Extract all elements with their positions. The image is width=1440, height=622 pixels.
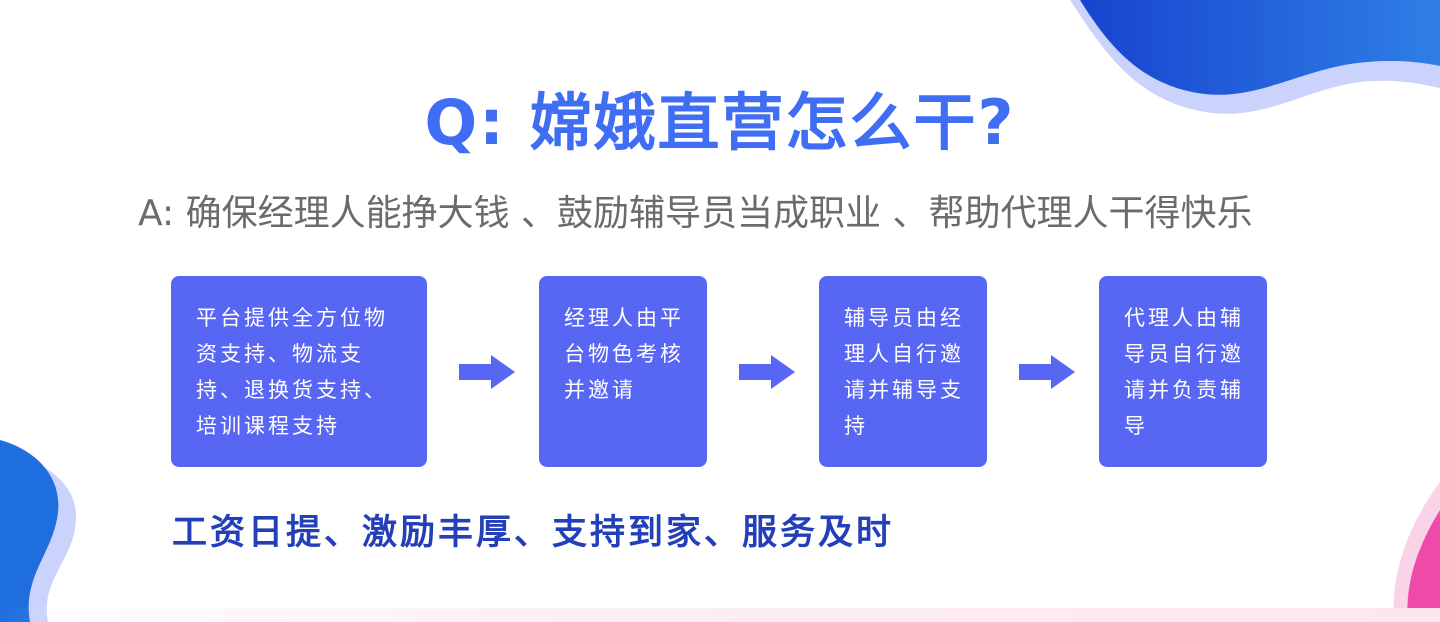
bottom-band-decoration — [0, 608, 1440, 622]
slogan-text: 工资日提、激励丰厚、支持到家、服务及时 — [172, 513, 895, 553]
flow-step-manager: 经理人由平台物色考核并邀请 — [539, 276, 707, 467]
flow-step-counselor: 辅导员由经理人自行邀请并辅导支持 — [819, 276, 987, 467]
flow-step-platform: 平台提供全方位物资支持、物流支持、退换货支持、培训课程支持 — [171, 276, 427, 467]
right-arrow-icon — [739, 355, 795, 389]
left-wave-decoration — [0, 440, 77, 622]
flow-step-agent: 代理人由辅导员自行邀请并负责辅导 — [1099, 276, 1267, 467]
answer-text: A: 确保经理人能挣大钱 、鼓励辅导员当成职业 、帮助代理人干得快乐 — [138, 193, 1253, 234]
page-title: Q: 嫦娥直营怎么干? — [424, 86, 1016, 159]
right-arrow-icon — [1019, 355, 1075, 389]
bottom-right-wave-decoration — [1393, 482, 1440, 622]
right-arrow-icon — [459, 355, 515, 389]
